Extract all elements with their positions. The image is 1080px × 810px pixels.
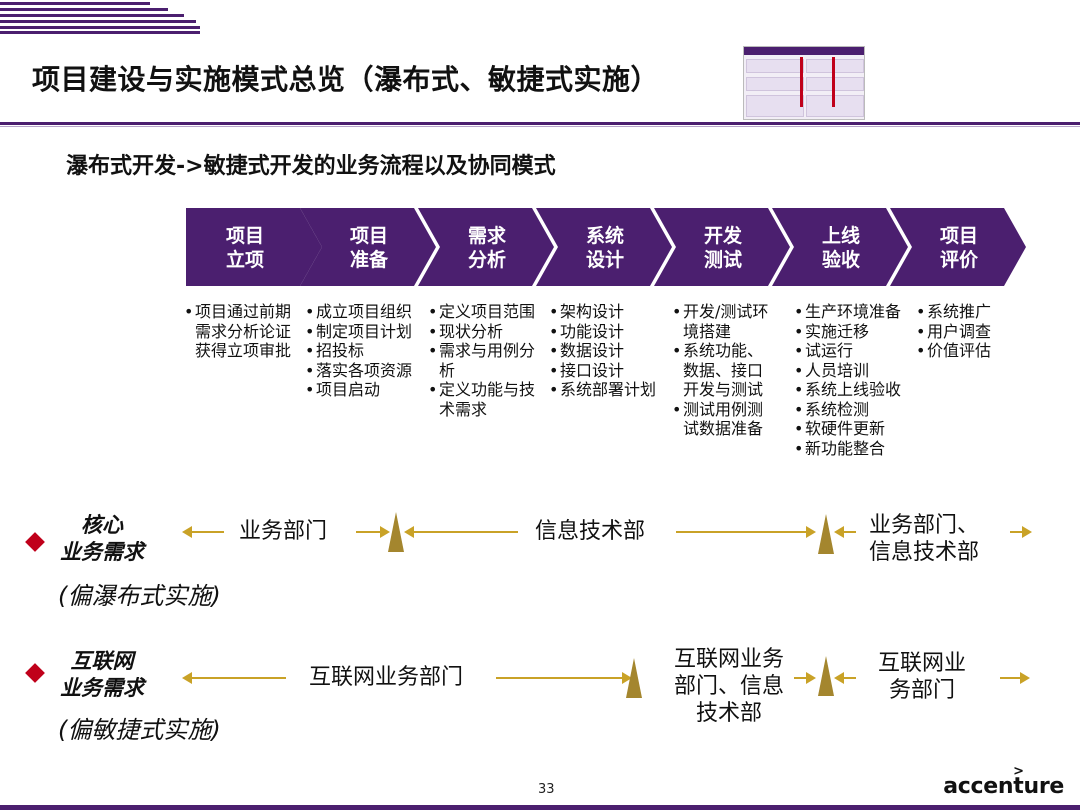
- arrow-right-icon: [806, 526, 816, 538]
- arrow-line: [842, 531, 856, 533]
- thumbnail-image: [743, 46, 865, 120]
- arrow-line: [1000, 677, 1022, 679]
- lane-note: (偏敏捷式实施): [58, 710, 221, 745]
- milestone-spike: [818, 514, 834, 554]
- phase-bullets: 系统推广 用户调查 价值评估: [916, 302, 1016, 361]
- list-item: 生产环境准备: [794, 302, 904, 322]
- list-item: 系统部署计划: [549, 380, 657, 400]
- lane-segment: 互联网业务部门: [862, 650, 982, 704]
- list-item: 系统检测: [794, 400, 904, 420]
- list-item: 试运行: [794, 341, 904, 361]
- arrow-right-icon: [806, 672, 816, 684]
- list-item: 功能设计: [549, 322, 657, 342]
- list-item: 定义功能与技术需求: [428, 380, 536, 419]
- brand-logo: accenture: [943, 774, 1064, 799]
- phase-bullets: 生产环境准备 实施迁移 试运行 人员培训 系统上线验收 系统检测 软硬件更新 新…: [794, 302, 904, 458]
- list-item: 落实各项资源: [305, 361, 415, 381]
- milestone-spike: [818, 656, 834, 696]
- lane-segment: 互联网业务部门: [296, 664, 476, 691]
- list-item: 定义项目范围: [428, 302, 536, 322]
- arrow-line: [412, 531, 518, 533]
- arrow-line: [496, 677, 624, 679]
- list-item: 招投标: [305, 341, 415, 361]
- arrow-line: [190, 677, 286, 679]
- lane-segment: 业务部门、信息技术部: [856, 512, 992, 566]
- list-item: 开发/测试环境搭建: [672, 302, 776, 341]
- list-item: 制定项目计划: [305, 322, 415, 342]
- phase-bullets: 成立项目组织 制定项目计划 招投标 落实各项资源 项目启动: [305, 302, 415, 400]
- phase-bullets: 项目通过前期需求分析论证获得立项审批: [184, 302, 292, 361]
- diamond-bullet-icon: [25, 663, 45, 683]
- list-item: 架构设计: [549, 302, 657, 322]
- header-band: [0, 0, 1080, 36]
- lane-note: (偏瀑布式实施): [58, 576, 221, 611]
- phase-chevron: 项目评价: [890, 208, 1030, 286]
- list-item: 人员培训: [794, 361, 904, 381]
- title-divider: [0, 122, 1080, 125]
- milestone-spike: [388, 512, 404, 552]
- list-item: 项目通过前期需求分析论证获得立项审批: [184, 302, 292, 361]
- lane-segment: 信息技术部: [520, 518, 660, 545]
- footer-divider: [0, 805, 1080, 810]
- diamond-bullet-icon: [25, 532, 45, 552]
- list-item: 系统推广: [916, 302, 1016, 322]
- list-item: 新功能整合: [794, 439, 904, 459]
- list-item: 系统上线验收: [794, 380, 904, 400]
- list-item: 系统功能、数据、接口开发与测试: [672, 341, 776, 400]
- list-item: 接口设计: [549, 361, 657, 381]
- title-divider-thin: [0, 126, 1080, 127]
- page-number: 33: [538, 782, 555, 797]
- list-item: 价值评估: [916, 341, 1016, 361]
- phase-bullets: 开发/测试环境搭建 系统功能、数据、接口开发与测试 测试用例测试数据准备: [672, 302, 776, 439]
- arrow-line: [842, 677, 856, 679]
- slide-title: 项目建设与实施模式总览（瀑布式、敏捷式实施）: [32, 58, 659, 98]
- arrow-right-icon: [1022, 526, 1032, 538]
- lane-segment: 互联网业务部门、信息技术部: [664, 646, 794, 727]
- list-item: 测试用例测试数据准备: [672, 400, 776, 439]
- arrow-right-icon: [1020, 672, 1030, 684]
- lane-heading: 核心业务需求: [52, 512, 152, 566]
- slide-subtitle: 瀑布式开发->敏捷式开发的业务流程以及协同模式: [66, 148, 556, 180]
- milestone-spike: [626, 658, 642, 698]
- list-item: 软硬件更新: [794, 419, 904, 439]
- lane-heading: 互联网业务需求: [52, 648, 152, 702]
- list-item: 数据设计: [549, 341, 657, 361]
- lane-segment: 业务部门: [228, 518, 338, 545]
- list-item: 需求与用例分析: [428, 341, 536, 380]
- phase-bullets: 架构设计 功能设计 数据设计 接口设计 系统部署计划: [549, 302, 657, 400]
- arrow-line: [356, 531, 382, 533]
- list-item: 成立项目组织: [305, 302, 415, 322]
- list-item: 项目启动: [305, 380, 415, 400]
- header-stripes: [0, 0, 200, 34]
- list-item: 实施迁移: [794, 322, 904, 342]
- list-item: 用户调查: [916, 322, 1016, 342]
- arrow-line: [190, 531, 224, 533]
- arrow-line: [676, 531, 808, 533]
- list-item: 现状分析: [428, 322, 536, 342]
- phase-bullets: 定义项目范围 现状分析 需求与用例分析 定义功能与技术需求: [428, 302, 536, 419]
